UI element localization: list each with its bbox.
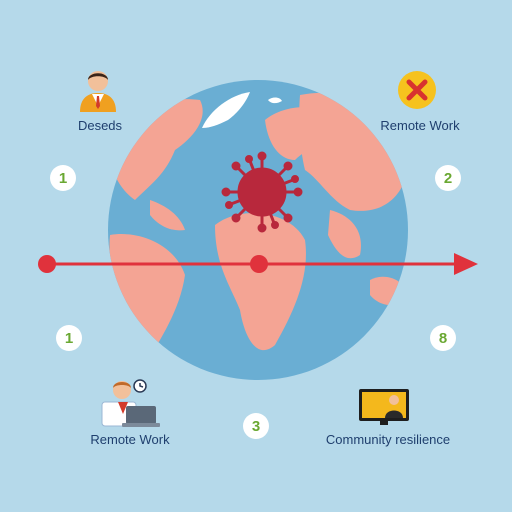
remote-worker-icon	[101, 379, 160, 427]
timeline-start-dot	[38, 255, 56, 273]
timeline-mid-dot	[250, 255, 268, 273]
person-icon	[80, 71, 116, 112]
close-icon	[398, 71, 436, 109]
virus-icon	[221, 151, 303, 233]
monitor-user-icon	[359, 389, 409, 425]
badge-step-8: 8	[432, 327, 454, 349]
timeline-arrow	[38, 253, 478, 275]
badge-step-1-lower: 1	[58, 327, 80, 349]
label-remote-work-bottom: Remote Work	[90, 432, 170, 447]
label-remote-work-top: Remote Work	[380, 118, 460, 133]
badge-step-3: 3	[245, 415, 267, 437]
badge-step-2: 2	[437, 167, 459, 189]
label-deseds: Deseds	[77, 118, 123, 133]
badge-step-1-upper: 1	[52, 167, 74, 189]
label-community-resilience: Community resilience	[325, 432, 451, 447]
